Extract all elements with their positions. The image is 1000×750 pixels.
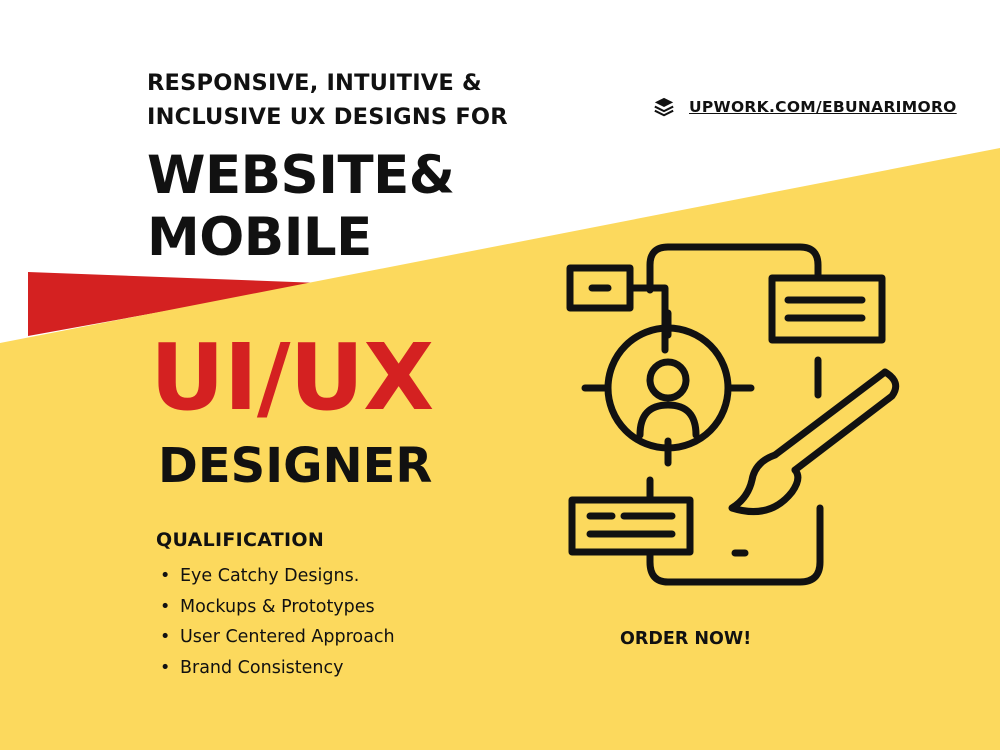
upwork-link[interactable]: UPWORK.COM/EBUNARIMORO (653, 96, 957, 118)
headline: WEBSITE& MOBILE (147, 145, 455, 269)
uiux-title: UI/UX (150, 324, 434, 431)
yellow-diagonal-panel (0, 148, 1000, 750)
upwork-link-text[interactable]: UPWORK.COM/EBUNARIMORO (689, 98, 957, 116)
list-item-text: Mockups & Prototypes (180, 596, 375, 617)
list-item: • Eye Catchy Designs. (160, 561, 395, 592)
subtitle-line-1: RESPONSIVE, INTUITIVE & (147, 70, 482, 96)
subtitle: RESPONSIVE, INTUITIVE & INCLUSIVE UX DES… (147, 66, 508, 134)
list-item: • Mockups & Prototypes (160, 592, 395, 623)
qualification-heading: QUALIFICATION (156, 529, 325, 551)
headline-line-2: MOBILE (147, 207, 372, 268)
list-item: • User Centered Approach (160, 622, 395, 653)
order-now-button[interactable]: ORDER NOW! (620, 629, 752, 649)
ux-design-target-user-brush-icon (566, 243, 900, 586)
layers-icon (654, 97, 674, 117)
designer-title: DESIGNER (158, 438, 433, 494)
bullet-glyph: • (160, 657, 171, 678)
bullet-glyph: • (160, 596, 171, 617)
bullet-glyph: • (160, 566, 171, 586)
list-item-text: User Centered Approach (180, 627, 395, 647)
list-item: • Brand Consistency (160, 653, 395, 684)
headline-line-1: WEBSITE& (147, 145, 455, 206)
qualification-list: • Eye Catchy Designs. • Mockups & Prototyp… (160, 561, 395, 683)
list-item-text: Eye Catchy Designs. (180, 566, 360, 586)
bullet-glyph: • (160, 627, 171, 647)
red-stripe (28, 272, 320, 336)
list-item-text: Brand Consistency (180, 657, 344, 678)
subtitle-line-2: INCLUSIVE UX DESIGNS FOR (147, 104, 508, 130)
